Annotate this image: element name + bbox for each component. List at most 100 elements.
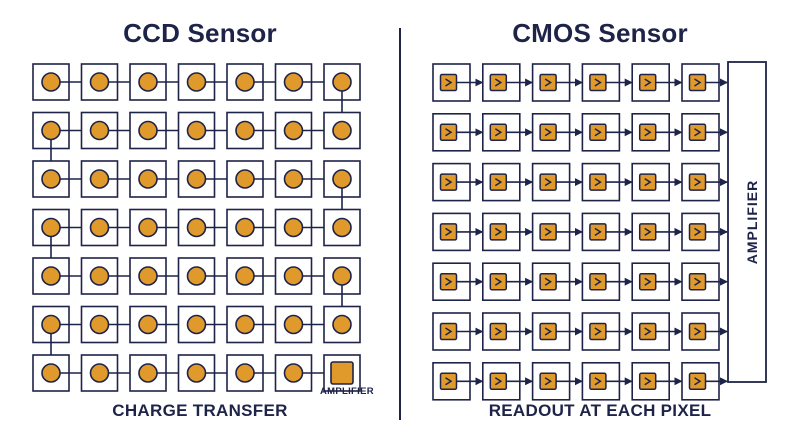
charge-circle-icon <box>332 120 352 141</box>
pixel-amplifier-icon <box>489 173 508 191</box>
amplifier-triangle-icon <box>544 277 552 286</box>
pixel-amplifier-icon <box>539 322 557 341</box>
pixel-amplifier-icon <box>489 73 508 92</box>
pixel-amplifier-icon <box>688 322 707 341</box>
amplifier-triangle-icon <box>494 327 503 336</box>
pixel-amplifier-icon <box>539 123 557 142</box>
pixel-amplifier-icon <box>439 173 458 191</box>
charge-circle-icon <box>283 72 304 92</box>
charge-circle-icon <box>235 314 255 335</box>
charge-circle-icon <box>138 72 158 92</box>
pixel-amplifier-icon <box>589 272 607 291</box>
pixel-amplifier-icon <box>688 73 707 92</box>
charge-circle-icon <box>41 363 61 383</box>
amplifier-triangle-icon <box>544 78 552 87</box>
amplifier-triangle-icon <box>494 78 503 87</box>
amplifier-triangle-icon <box>494 177 503 187</box>
pixel-amplifier-icon <box>638 272 657 291</box>
pixel-amplifier-icon <box>439 123 458 142</box>
pixel-amplifier-icon <box>489 372 508 391</box>
amplifier-triangle-icon <box>445 177 453 187</box>
amplifier-triangle-icon <box>644 78 652 87</box>
amplifier-triangle-icon <box>594 128 602 137</box>
charge-circle-icon <box>283 169 304 189</box>
amplifier-triangle-icon <box>594 277 602 286</box>
cmos-title: CMOS Sensor <box>512 18 688 48</box>
pixel-amplifier-icon <box>539 272 557 291</box>
ccd-title: CCD Sensor <box>123 18 277 48</box>
charge-circle-icon <box>283 120 304 141</box>
charge-circle-icon <box>283 314 304 335</box>
amplifier-triangle-icon <box>644 277 652 286</box>
charge-circle-icon <box>186 217 207 238</box>
pixel-amplifier-icon <box>638 173 657 191</box>
amplifier-triangle-icon <box>544 377 552 386</box>
charge-circle-icon <box>235 217 255 238</box>
amplifier-triangle-icon <box>694 177 702 187</box>
amplifier-triangle-icon <box>544 327 552 336</box>
pixel-amplifier-icon <box>489 223 508 241</box>
pixel-amplifier-icon <box>688 272 707 291</box>
charge-circle-icon <box>138 363 158 383</box>
charge-circle-icon <box>41 120 61 141</box>
pixel-amplifier-icon <box>589 173 607 191</box>
pixel-amplifier-icon <box>439 272 458 291</box>
charge-circle-icon <box>89 120 110 141</box>
pixel-amplifier-icon <box>589 372 607 391</box>
cmos-amplifier-label: AMPLIFIER <box>744 179 760 265</box>
amplifier-triangle-icon <box>594 377 602 386</box>
amplifier-triangle-icon <box>494 128 503 137</box>
charge-circle-icon <box>41 217 61 238</box>
pixel-amplifier-icon <box>638 322 657 341</box>
pixel-amplifier-icon <box>539 73 557 92</box>
amplifier-triangle-icon <box>694 78 702 87</box>
charge-circle-icon <box>235 169 255 189</box>
charge-circle-icon <box>332 169 352 189</box>
amplifier-triangle-icon <box>594 327 602 336</box>
cmos-caption: READOUT AT EACH PIXEL <box>488 401 712 420</box>
amplifier-triangle-icon <box>594 177 602 187</box>
amplifier-triangle-icon <box>494 277 503 286</box>
charge-circle-icon <box>138 169 158 189</box>
pixel-amplifier-icon <box>489 123 508 142</box>
charge-circle-icon <box>332 72 352 92</box>
charge-circle-icon <box>41 266 61 286</box>
charge-circle-icon <box>186 120 207 141</box>
charge-circle-icon <box>235 363 255 383</box>
charge-circle-icon <box>186 169 207 189</box>
charge-circle-icon <box>41 314 61 335</box>
charge-circle-icon <box>235 120 255 141</box>
charge-circle-icon <box>283 363 304 383</box>
charge-circle-icon <box>235 266 255 286</box>
pixel-amplifier-icon <box>539 372 557 391</box>
charge-circle-icon <box>138 314 158 335</box>
charge-circle-icon <box>89 169 110 189</box>
amplifier-triangle-icon <box>445 128 453 137</box>
amplifier-triangle-icon <box>644 377 652 386</box>
pixel-amplifier-icon <box>688 123 707 142</box>
pixel-amplifier-icon <box>489 322 508 341</box>
charge-circle-icon <box>186 314 207 335</box>
amplifier-triangle-icon <box>594 78 602 87</box>
pixel-amplifier-icon <box>589 223 607 241</box>
charge-circle-icon <box>89 363 110 383</box>
amplifier-triangle-icon <box>445 377 453 386</box>
pixel-amplifier-icon <box>589 73 607 92</box>
charge-circle-icon <box>332 314 352 335</box>
pixel-amplifier-icon <box>439 372 458 391</box>
amplifier-triangle-icon <box>694 277 702 286</box>
cmos-amplifier-bus <box>727 61 767 383</box>
amplifier-triangle-icon <box>644 327 652 336</box>
pixel-amplifier-icon <box>439 73 458 92</box>
charge-circle-icon <box>186 363 207 383</box>
cmos-pixel-grid <box>432 61 767 401</box>
charge-circle-icon <box>89 266 110 286</box>
amplifier-triangle-icon <box>445 227 453 237</box>
amplifier-triangle-icon <box>644 128 652 137</box>
ccd-caption: CHARGE TRANSFER <box>112 401 288 420</box>
pixel-amplifier-icon <box>439 223 458 241</box>
charge-circle-icon <box>41 72 61 92</box>
pixel-amplifier-icon <box>589 322 607 341</box>
pixel-amplifier-icon <box>589 123 607 142</box>
